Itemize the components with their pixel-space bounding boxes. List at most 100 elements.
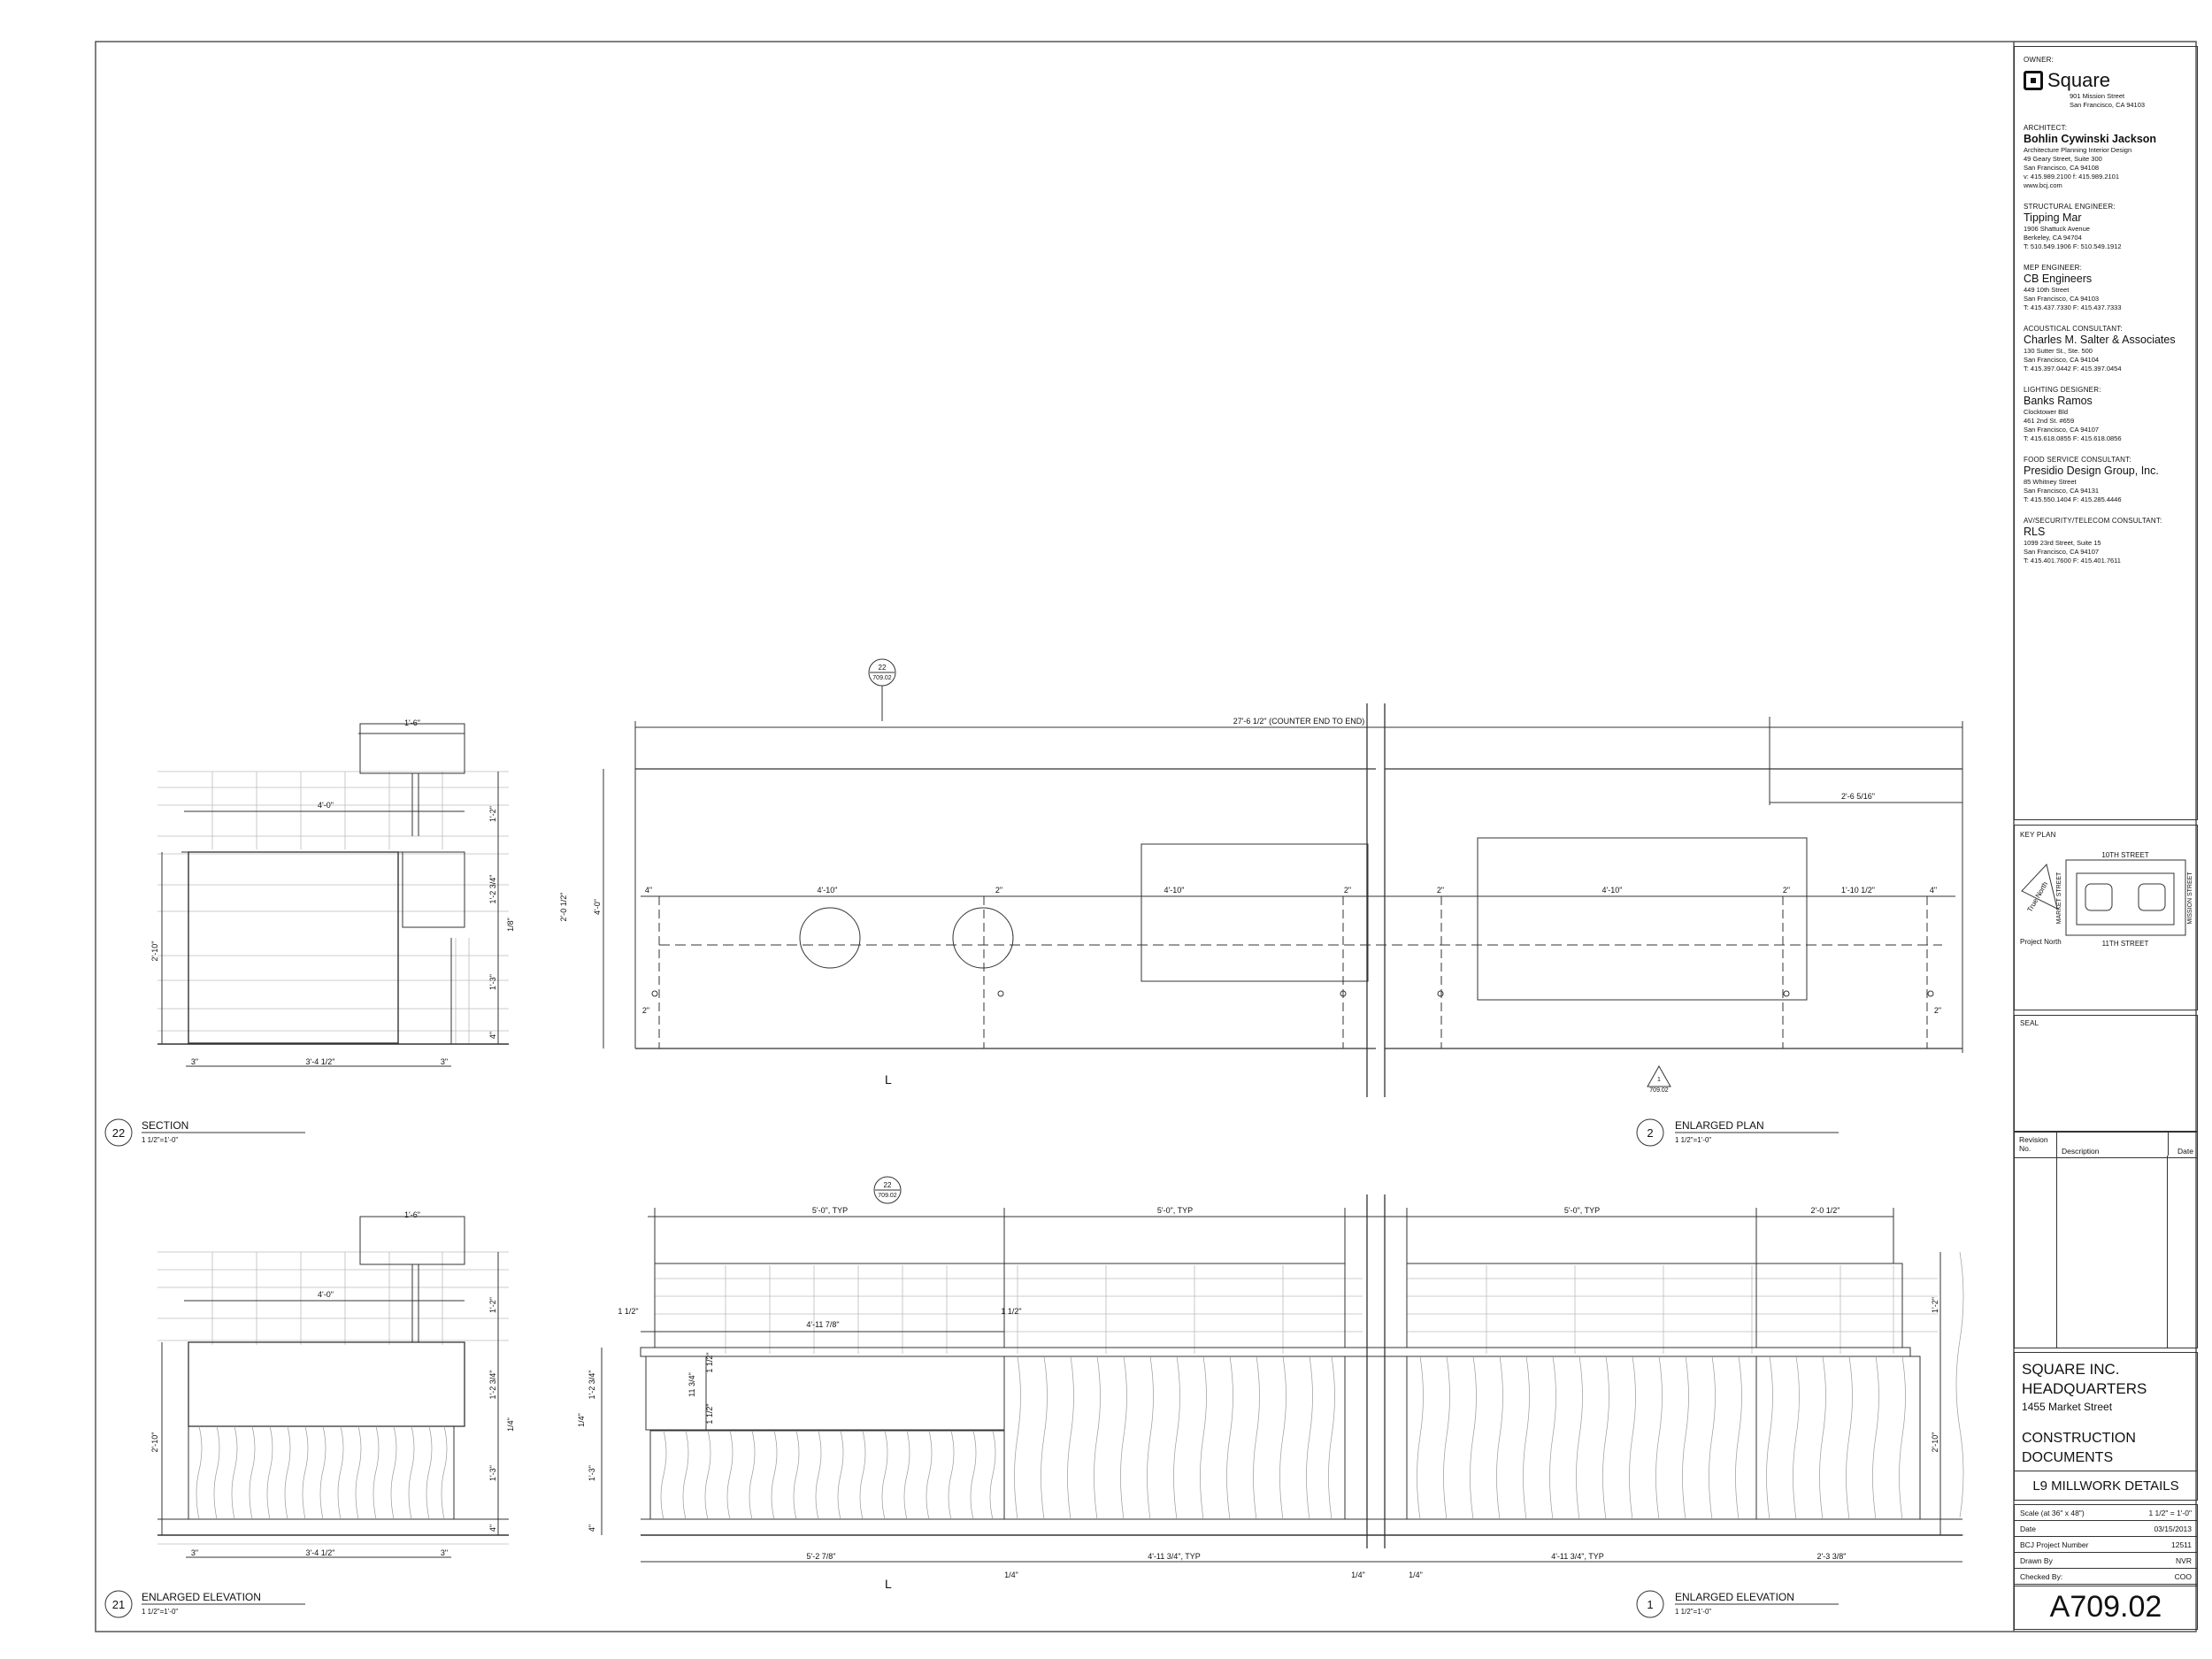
square-logo: Square — [2024, 69, 2197, 92]
svg-text:3": 3" — [191, 1057, 198, 1066]
key-plan-diagram: 10TH STREET 11TH STREET MARKET STREET MI… — [2020, 851, 2193, 948]
firm-line: 449 10th Street — [2024, 286, 2070, 294]
consultants-panel: OWNER: Square 901 Mission Street San Fra… — [2014, 46, 2198, 820]
svg-text:709.02: 709.02 — [1649, 1087, 1669, 1094]
svg-text:4'-0": 4'-0" — [318, 801, 334, 810]
elevation-21-label: 21 ENLARGED ELEVATION 1 1/2"=1'-0" — [104, 1590, 305, 1618]
phase-line-1: CONSTRUCTION — [2022, 1431, 2136, 1446]
svg-text:1'-2 3/4": 1'-2 3/4" — [488, 875, 497, 904]
svg-text:709.02: 709.02 — [878, 1193, 897, 1199]
svg-text:3'-4 1/2": 3'-4 1/2" — [306, 1057, 335, 1066]
key-plan-label: KEY PLAN — [2020, 831, 2056, 839]
svg-text:ENLARGED ELEVATION: ENLARGED ELEVATION — [1675, 1591, 1794, 1603]
svg-text:1'-2": 1'-2" — [488, 806, 497, 822]
firm-line: Architecture Planning Interior Design — [2024, 146, 2132, 154]
svg-text:1 1/2"=1'-0": 1 1/2"=1'-0" — [142, 1136, 178, 1144]
info-value: NVR — [2176, 1555, 2192, 1565]
project-north-label: Project North — [2020, 938, 2062, 946]
svg-text:1'-3": 1'-3" — [488, 1465, 497, 1481]
revision-date-header: Date — [2177, 1147, 2193, 1156]
svg-text:1'-2 3/4": 1'-2 3/4" — [588, 1371, 596, 1400]
firm-line: 1906 Shattuck Avenue — [2024, 225, 2090, 233]
svg-text:2": 2" — [1437, 886, 1444, 895]
owner-address-2: San Francisco, CA 94103 — [2070, 101, 2146, 109]
firm-line: San Francisco, CA 94103 — [2024, 295, 2100, 303]
svg-text:SECTION: SECTION — [142, 1119, 188, 1132]
firm-line: San Francisco, CA 94107 — [2024, 426, 2100, 434]
firm-architect: ARCHITECT: Bohlin Cywinski Jackson Archi… — [2024, 124, 2197, 190]
svg-text:L: L — [885, 1072, 892, 1087]
info-label: BCJ Project Number — [2020, 1540, 2089, 1549]
svg-text:2'-3 3/8": 2'-3 3/8" — [1817, 1552, 1847, 1561]
firm-line: T: 415.550.1404 F: 415.285.4446 — [2024, 495, 2122, 503]
info-value: 03/15/2013 — [2154, 1524, 2192, 1533]
project-address: 1455 Market Street — [2022, 1401, 2113, 1413]
svg-text:2": 2" — [995, 886, 1002, 895]
info-label: Scale (at 36" x 48") — [2020, 1508, 2085, 1517]
firm-name: Charles M. Salter & Associates — [2024, 334, 2176, 346]
svg-text:4": 4" — [488, 1525, 497, 1532]
svg-text:1 1/2": 1 1/2" — [618, 1307, 638, 1316]
firm-category: AV/SECURITY/TELECOM CONSULTANT: — [2024, 517, 2162, 525]
svg-text:4'-0": 4'-0" — [593, 899, 602, 915]
firm-line: 461 2nd St. #659 — [2024, 417, 2075, 425]
svg-text:2'-0 1/2": 2'-0 1/2" — [559, 893, 568, 922]
svg-text:1 1/2": 1 1/2" — [1001, 1307, 1021, 1316]
info-value: COO — [2174, 1571, 2192, 1581]
svg-text:21: 21 — [112, 1598, 125, 1611]
svg-text:4": 4" — [645, 886, 652, 895]
elevation-1-drawing — [601, 1194, 1964, 1563]
street-bottom-label: 11TH STREET — [2102, 940, 2149, 948]
firm-category: STRUCTURAL ENGINEER: — [2024, 203, 2116, 211]
svg-text:1/8": 1/8" — [506, 918, 515, 932]
firm-line: Clocktower Bld — [2024, 408, 2069, 416]
plan-2-dims: 22 709.02 27'-6 1/2" (COUNTER END TO END… — [559, 658, 1941, 1094]
firm-line: www.bcj.com — [2024, 181, 2062, 189]
firm-line: T: 415.618.0855 F: 415.618.0856 — [2024, 434, 2122, 442]
svg-text:4": 4" — [488, 1032, 497, 1039]
svg-text:1/4": 1/4" — [1351, 1571, 1365, 1579]
firm-line: 130 Sutter St., Ste. 500 — [2024, 347, 2093, 355]
section-22-label: 22 SECTION 1 1/2"=1'-0" — [104, 1118, 305, 1147]
svg-text:5'-0", TYP: 5'-0", TYP — [1564, 1206, 1600, 1215]
svg-text:1'-6": 1'-6" — [404, 1210, 420, 1219]
svg-text:ENLARGED ELEVATION: ENLARGED ELEVATION — [142, 1591, 261, 1603]
svg-text:1'-2 3/4": 1'-2 3/4" — [488, 1371, 497, 1400]
info-value: 1 1/2" = 1'-0" — [2148, 1508, 2192, 1517]
firm-line: San Francisco, CA 94104 — [2024, 356, 2100, 364]
firm-name: Banks Ramos — [2024, 395, 2093, 407]
svg-text:1: 1 — [1647, 1598, 1653, 1611]
svg-text:22: 22 — [884, 1181, 892, 1189]
firm-line: San Francisco, CA 94131 — [2024, 487, 2100, 495]
firm-line: San Francisco, CA 94107 — [2024, 548, 2100, 556]
svg-text:4'-11 3/4", TYP: 4'-11 3/4", TYP — [1551, 1552, 1604, 1561]
plan-2-drawing — [603, 686, 1963, 1097]
svg-text:22: 22 — [879, 664, 887, 672]
plan-2-label: 2 ENLARGED PLAN 1 1/2"=1'-0" — [1636, 1118, 1839, 1147]
revision-desc-header: Description — [2057, 1133, 2169, 1156]
street-right-label: MISSION STREET — [2187, 872, 2193, 925]
svg-text:4'-11 3/4", TYP: 4'-11 3/4", TYP — [1148, 1552, 1201, 1561]
svg-text:11 3/4": 11 3/4" — [687, 1372, 696, 1397]
svg-text:5'-0", TYP: 5'-0", TYP — [812, 1206, 848, 1215]
svg-text:2": 2" — [1783, 886, 1790, 895]
svg-text:2'-10": 2'-10" — [1931, 1432, 1939, 1453]
elevation-1-label: 1 ENLARGED ELEVATION 1 1/2"=1'-0" — [1636, 1590, 1839, 1618]
svg-text:1 1/2"=1'-0": 1 1/2"=1'-0" — [1675, 1136, 1711, 1144]
revision-table: Revision No. Description Date — [2014, 1132, 2198, 1348]
svg-text:27'-6 1/2" (COUNTER END TO END: 27'-6 1/2" (COUNTER END TO END) — [1233, 717, 1365, 726]
true-north-label: True North — [2025, 880, 2049, 913]
svg-text:1'-3": 1'-3" — [488, 974, 497, 990]
info-row-scale: Scale (at 36" x 48") 1 1/2" = 1'-0" — [2015, 1505, 2197, 1521]
svg-text:22: 22 — [112, 1126, 125, 1140]
firm-line: T: 510.549.1906 F: 510.549.1912 — [2024, 242, 2122, 250]
svg-text:4": 4" — [1930, 886, 1937, 895]
project-info: SQUARE INC. HEADQUARTERS 1455 Market Str… — [2014, 1352, 2198, 1501]
firm-line: 85 Whitney Street — [2024, 478, 2077, 486]
svg-text:2: 2 — [1647, 1126, 1653, 1140]
svg-text:4'-10": 4'-10" — [818, 886, 838, 895]
svg-text:L: L — [885, 1577, 892, 1591]
firm-category: ACOUSTICAL CONSULTANT: — [2024, 325, 2123, 333]
firm-line: San Francisco, CA 94108 — [2024, 164, 2100, 172]
revision-col-divider — [2056, 1156, 2057, 1348]
